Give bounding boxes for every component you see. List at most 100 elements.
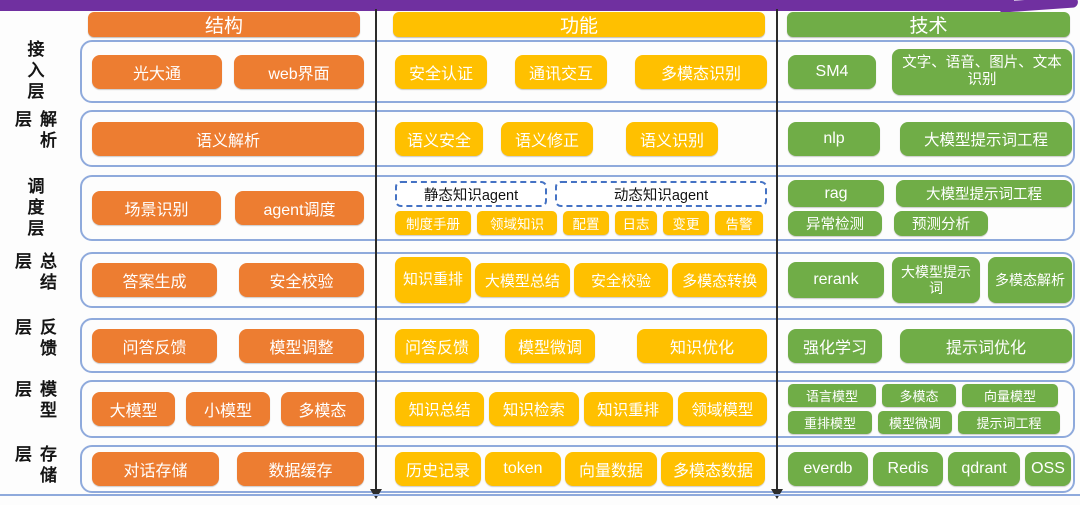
function-box: 历史记录 — [395, 452, 481, 486]
top-accent-bar — [0, 0, 1014, 11]
parse-tech-cell: nlp 大模型提示词工程 — [788, 112, 1072, 165]
model-tech-cell: 语言模型 多模态 向量模型 重排模型 模型微调 提示词工程 — [788, 382, 1072, 436]
summary-function-cell: 知识重排 大模型总结 安全校验 多模态转换 — [395, 254, 768, 306]
structure-box: 多模态 — [280, 392, 364, 426]
function-sub-box: 制度手册 — [395, 211, 471, 235]
function-box: 模型微调 — [505, 328, 595, 363]
tech-box: 语言模型 — [788, 384, 876, 407]
tech-box: 大模型提示词工程 — [896, 180, 1072, 207]
column-header-structure: 结构 — [88, 12, 360, 37]
layer-label-model: 模型层 — [12, 380, 56, 422]
agent-box-dynamic: 动态知识agent — [555, 181, 767, 207]
layer-row-model: 大模型 小模型 多模态 知识总结 知识检索 知识重排 领域模型 语言模型 多模态… — [80, 380, 1075, 438]
function-sub-box: 日志 — [615, 211, 657, 235]
tech-box: 大模型提示词工程 — [900, 121, 1072, 156]
tech-box: rerank — [788, 262, 884, 298]
model-function-cell: 知识总结 知识检索 知识重排 领域模型 — [395, 382, 767, 436]
tech-box: nlp — [788, 121, 880, 156]
model-structure-cell: 大模型 小模型 多模态 — [92, 382, 364, 436]
function-box: token — [485, 452, 561, 486]
storage-tech-cell: everdb Redis qdrant OSS — [788, 447, 1072, 491]
layer-label-parse: 解析层 — [12, 110, 56, 152]
function-sub-box: 领域知识 — [477, 211, 557, 235]
structure-box: 安全校验 — [239, 263, 364, 297]
function-box: 语义安全 — [395, 121, 483, 156]
parse-function-cell: 语义安全 语义修正 语义识别 — [395, 112, 767, 165]
structure-box: 数据缓存 — [237, 452, 364, 486]
structure-box: 对话存储 — [92, 452, 219, 486]
function-sub-box: 配置 — [563, 211, 609, 235]
structure-box: 模型调整 — [239, 328, 364, 363]
layer-row-feedback: 问答反馈 模型调整 问答反馈 模型微调 知识优化 强化学习 提示词优化 — [80, 318, 1075, 373]
schedule-tech-cell: rag 大模型提示词工程 异常检测 预测分析 — [788, 177, 1072, 239]
function-sub-box: 告警 — [715, 211, 763, 235]
function-box: 大模型总结 — [475, 263, 570, 297]
access-structure-cell: 光大通 web界面 — [92, 42, 364, 101]
layer-row-schedule: 场景识别 agent调度 静态知识agent 动态知识agent 制度手册 领域… — [80, 175, 1075, 241]
flow-line-left — [375, 9, 377, 490]
layer-label-feedback: 反馈层 — [12, 318, 56, 360]
tech-box: Redis — [873, 452, 943, 486]
function-box: 问答反馈 — [395, 328, 479, 363]
tech-box: 重排模型 — [788, 411, 872, 434]
tech-box: 多模态 — [882, 384, 956, 407]
feedback-tech-cell: 强化学习 提示词优化 — [788, 320, 1072, 371]
structure-box: 大模型 — [92, 392, 176, 426]
structure-box: 问答反馈 — [92, 328, 217, 363]
layer-row-storage: 对话存储 数据缓存 历史记录 token 向量数据 多模态数据 everdb R… — [80, 445, 1075, 493]
tech-box: OSS — [1025, 452, 1071, 486]
storage-structure-cell: 对话存储 数据缓存 — [92, 447, 364, 491]
function-box: 知识重排 — [583, 392, 673, 426]
layer-label-access: 接入层 — [24, 40, 44, 103]
tech-box: SM4 — [788, 54, 876, 89]
top-accent-swoosh — [999, 0, 1079, 13]
tech-box: 预测分析 — [894, 211, 988, 236]
feedback-function-cell: 问答反馈 模型微调 知识优化 — [395, 320, 767, 371]
schedule-structure-cell: 场景识别 agent调度 — [92, 177, 364, 239]
tech-box: 异常检测 — [788, 211, 882, 236]
layer-row-parse: 语义解析 语义安全 语义修正 语义识别 nlp 大模型提示词工程 — [80, 110, 1075, 167]
function-box: 知识检索 — [489, 392, 579, 426]
tech-box: 文字、语音、图片、文本识别 — [892, 48, 1072, 95]
access-tech-cell: SM4 文字、语音、图片、文本识别 — [788, 42, 1072, 101]
function-box: 多模态转换 — [672, 263, 768, 297]
layer-label-storage: 存储层 — [12, 445, 56, 487]
tech-box: 大模型提示词 — [892, 257, 980, 303]
tech-box: qdrant — [948, 452, 1020, 486]
feedback-structure-cell: 问答反馈 模型调整 — [92, 320, 364, 371]
structure-box: 小模型 — [186, 392, 270, 426]
column-header-tech: 技术 — [787, 12, 1070, 37]
layer-label-summary: 总结层 — [12, 252, 56, 294]
function-box: 向量数据 — [565, 452, 657, 486]
storage-function-cell: 历史记录 token 向量数据 多模态数据 — [395, 447, 767, 491]
tech-box: 向量模型 — [962, 384, 1058, 407]
summary-tech-cell: rerank 大模型提示词 多模态解析 — [788, 254, 1072, 306]
structure-box: agent调度 — [235, 191, 364, 225]
function-box: 知识总结 — [395, 392, 485, 426]
layer-label-schedule: 调度层 — [24, 176, 44, 240]
bottom-line — [0, 494, 1080, 496]
function-box: 多模态识别 — [635, 54, 767, 89]
function-box: 通讯交互 — [515, 54, 607, 89]
tech-box: 多模态解析 — [988, 257, 1072, 303]
layer-row-summary: 答案生成 安全校验 知识重排 大模型总结 安全校验 多模态转换 rerank 大… — [80, 252, 1075, 308]
layer-row-access: 光大通 web界面 安全认证 通讯交互 多模态识别 SM4 文字、语音、图片、文… — [80, 40, 1075, 103]
structure-box: 光大通 — [92, 54, 222, 89]
function-box: 安全校验 — [573, 263, 669, 297]
function-box: 知识重排 — [395, 257, 471, 303]
tech-box: 模型微调 — [878, 411, 952, 434]
structure-box: 语义解析 — [92, 121, 364, 156]
tech-box: 提示词工程 — [958, 411, 1060, 434]
structure-box: web界面 — [234, 54, 364, 89]
column-header-function: 功能 — [393, 12, 765, 37]
structure-box: 场景识别 — [92, 191, 221, 225]
tech-box: 提示词优化 — [900, 328, 1072, 363]
tech-box: rag — [788, 180, 884, 207]
agent-box-static: 静态知识agent — [395, 181, 547, 207]
tech-box: 强化学习 — [788, 328, 882, 363]
flow-line-right — [776, 9, 778, 490]
function-box: 语义修正 — [501, 121, 593, 156]
parse-structure-cell: 语义解析 — [92, 112, 364, 165]
access-function-cell: 安全认证 通讯交互 多模态识别 — [395, 42, 767, 101]
